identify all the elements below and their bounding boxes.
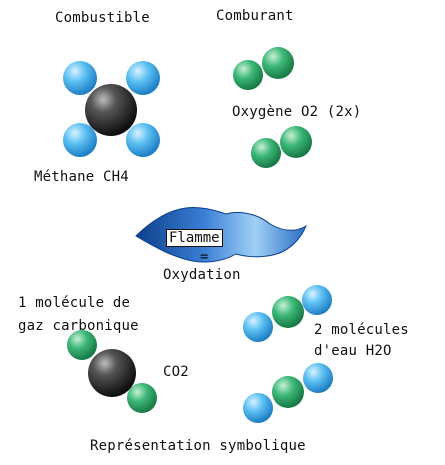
oxygen-molecule bbox=[251, 126, 312, 168]
label-co2-line1: 1 molécule de bbox=[18, 295, 131, 311]
oxygen-atom bbox=[233, 60, 263, 90]
hydrogen-atom bbox=[302, 285, 332, 315]
label-combustible: Combustible bbox=[55, 10, 150, 26]
hydrogen-atom bbox=[126, 61, 160, 95]
label-co2: CO2 bbox=[163, 364, 189, 380]
oxygen-molecule bbox=[233, 47, 294, 90]
label-methane: Méthane CH4 bbox=[34, 169, 129, 185]
hydrogen-atom bbox=[303, 363, 333, 393]
oxygen-atom bbox=[272, 296, 304, 328]
label-h2o-line1: 2 molécules bbox=[314, 322, 409, 338]
label-oxydation: Oxydation bbox=[163, 267, 241, 283]
water-molecule bbox=[243, 285, 332, 342]
oxygen-atom bbox=[127, 383, 157, 413]
hydrogen-atom bbox=[63, 123, 97, 157]
label-co2-line2: gaz carbonique bbox=[18, 318, 139, 334]
methane-molecule bbox=[63, 61, 160, 157]
label-flamme: Flamme bbox=[166, 229, 223, 247]
oxygen-atom bbox=[280, 126, 312, 158]
carbon-atom bbox=[85, 84, 137, 136]
oxygen-atom bbox=[272, 376, 304, 408]
label-comburant: Comburant bbox=[216, 8, 294, 24]
carbon-atom bbox=[88, 349, 136, 397]
oxygen-atom bbox=[251, 138, 281, 168]
oxygen-atom bbox=[262, 47, 294, 79]
hydrogen-atom bbox=[243, 393, 273, 423]
label-footer: Représentation symbolique bbox=[90, 438, 306, 454]
co2-molecule bbox=[67, 330, 157, 413]
label-h2o-line2: d'eau H2O bbox=[314, 343, 392, 359]
label-oxygene: Oxygène O2 (2x) bbox=[232, 104, 362, 120]
hydrogen-atom bbox=[126, 123, 160, 157]
water-molecule bbox=[243, 363, 333, 423]
hydrogen-atom bbox=[243, 312, 273, 342]
oxygen-atom bbox=[67, 330, 97, 360]
label-equals: = bbox=[200, 249, 209, 265]
hydrogen-atom bbox=[63, 61, 97, 95]
